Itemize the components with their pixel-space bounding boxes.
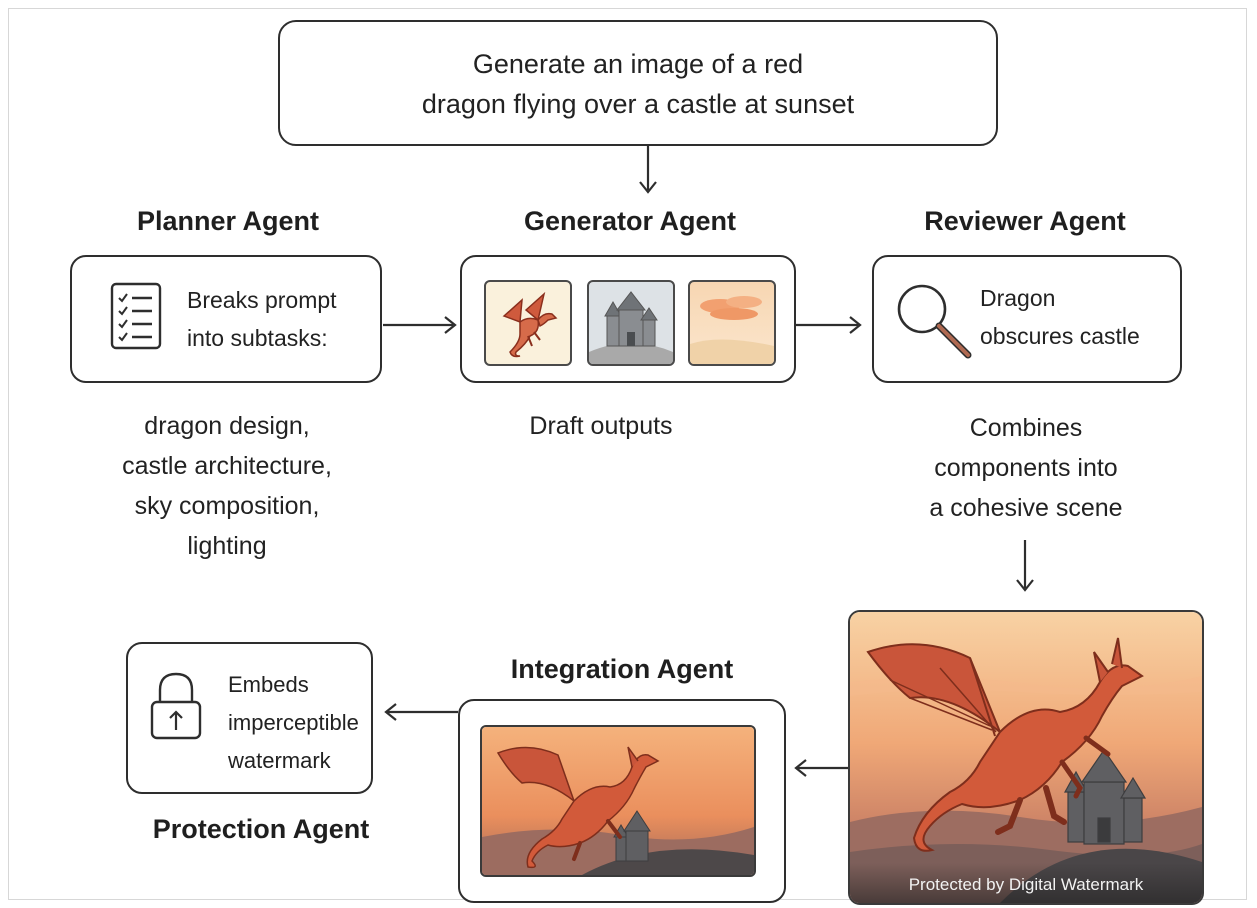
integration-agent-title: Integration Agent	[510, 654, 734, 684]
reviewer-agent-title: Reviewer Agent	[924, 206, 1126, 236]
arrow-reviewer-to-final	[1016, 540, 1034, 592]
arrow-prompt-to-generator	[639, 146, 657, 194]
watermark-caption: Protected by Digital Watermark	[850, 863, 1202, 903]
prompt-line-1: Generate an image of a red	[472, 49, 804, 79]
protection-box-text: Embeds imperceptible watermark	[228, 666, 359, 780]
subtask-4: lighting	[187, 532, 267, 560]
prompt-text: Generate an image of a red dragon flying…	[280, 44, 996, 124]
protection-box-line-1: Embeds	[228, 672, 309, 697]
reviewer-box-line-2: obscures castle	[980, 323, 1140, 349]
prompt-box: Generate an image of a red dragon flying…	[278, 20, 998, 146]
checklist-icon	[108, 281, 166, 358]
generator-agent-title: Generator Agent	[523, 206, 737, 236]
reviewer-caption-line-3: a cohesive scene	[929, 494, 1123, 522]
planner-box-text: Breaks prompt into subtasks:	[187, 281, 337, 357]
integration-preview-image	[480, 725, 756, 877]
magnifier-icon	[894, 279, 974, 366]
planner-agent-title: Planner Agent	[136, 206, 320, 236]
arrow-final-to-integration	[794, 759, 848, 777]
subtask-2: castle architecture,	[122, 452, 332, 480]
subtask-1: dragon design,	[144, 412, 310, 440]
planner-agent-box: Breaks prompt into subtasks:	[70, 255, 382, 383]
generator-agent-box	[460, 255, 796, 383]
reviewer-caption-line-1: Combines	[969, 414, 1083, 442]
protection-box-line-2: imperceptible	[228, 710, 359, 735]
draft-castle-thumbnail	[587, 280, 675, 366]
protection-agent-title: Protection Agent	[152, 814, 370, 844]
final-scene-image: Protected by Digital Watermark	[848, 610, 1204, 905]
reviewer-caption: Combines components into a cohesive scen…	[888, 408, 1164, 528]
arrow-generator-to-reviewer	[796, 316, 862, 334]
arrow-integration-to-protection	[384, 703, 458, 721]
reviewer-box-text: Dragon obscures castle	[980, 279, 1140, 355]
draft-dragon-thumbnail	[484, 280, 572, 366]
lock-upload-icon	[148, 670, 204, 747]
draft-sky-thumbnail	[688, 280, 776, 366]
integration-agent-box	[458, 699, 786, 903]
reviewer-box-line-1: Dragon	[980, 285, 1056, 311]
prompt-line-2: dragon flying over a castle at sunset	[421, 89, 855, 119]
arrow-planner-to-generator	[383, 316, 457, 334]
protection-box-line-3: watermark	[228, 748, 331, 773]
protection-agent-box: Embeds imperceptible watermark	[126, 642, 373, 794]
planner-subtasks: dragon design, castle architecture, sky …	[86, 406, 368, 566]
generator-caption: Draft outputs	[529, 412, 673, 440]
reviewer-caption-line-2: components into	[934, 454, 1118, 482]
reviewer-agent-box: Dragon obscures castle	[872, 255, 1182, 383]
subtask-3: sky composition,	[134, 492, 320, 520]
planner-box-line-2: into subtasks:	[187, 325, 328, 351]
planner-box-line-1: Breaks prompt	[187, 287, 337, 313]
